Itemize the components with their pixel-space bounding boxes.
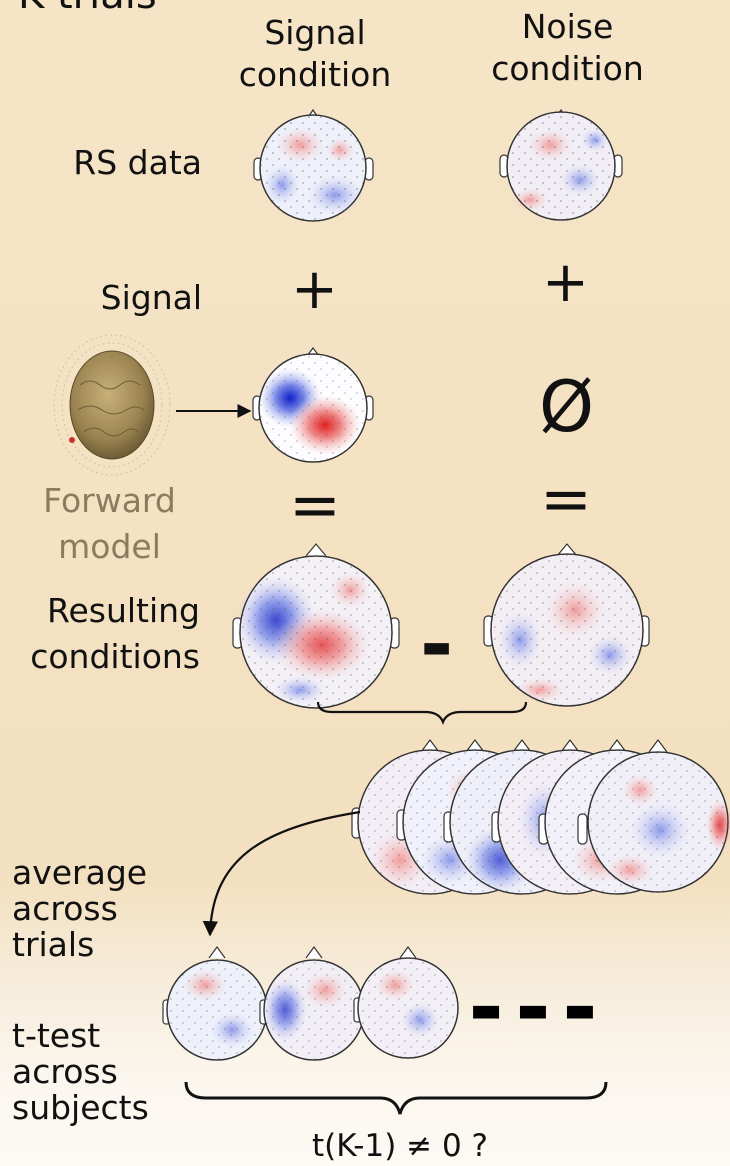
topomap-result-noise	[483, 543, 650, 707]
signal-row-label: Signal	[100, 278, 202, 317]
header-title: K trials	[18, 0, 157, 18]
noise-condition-label: Noise condition	[491, 7, 644, 88]
trial-difference-stack	[351, 739, 730, 895]
signal-condition-header: Signal condition	[230, 12, 400, 96]
signal-condition-label: Signal condition	[238, 13, 392, 94]
resulting-conditions-label: Resulting conditions	[30, 591, 200, 676]
ttest-across-subjects-label: t-test across subjects	[12, 1016, 149, 1127]
topomap-signal-dipole	[252, 347, 374, 463]
topomap-rs-noise	[499, 108, 623, 221]
ellipsis-label: ▬ ▬ ▬	[470, 990, 598, 1030]
topomap-rs-signal	[253, 108, 374, 222]
rs-data-label: RS data	[73, 143, 202, 182]
subject-topomap-3	[353, 945, 459, 1059]
trial-topomap-6	[577, 739, 730, 893]
brace-subjects	[184, 1081, 608, 1115]
subject-topomap-1	[162, 945, 268, 1061]
subject-topomap-2	[259, 945, 365, 1061]
plus-signal-operator: +	[291, 257, 338, 322]
empty-set-symbol: Ø	[539, 366, 595, 448]
result-formula: t(K-1) ≠ 0 ?	[311, 1128, 489, 1164]
equals-signal-operator: =	[289, 468, 341, 541]
topomap-result-signal	[232, 543, 400, 709]
equals-noise-operator: =	[540, 462, 592, 535]
minus-operator: -	[420, 598, 454, 691]
noise-condition-header: Noise condition	[480, 6, 655, 90]
forward-model-label: Forward model	[43, 481, 176, 566]
brace-difference	[316, 701, 528, 725]
forward-model-head-icon	[53, 334, 171, 476]
average-arrow	[202, 810, 361, 937]
subject-topomaps	[162, 945, 459, 1061]
average-across-trials-label: average across trials	[12, 853, 148, 964]
plus-noise-operator: +	[542, 250, 589, 315]
